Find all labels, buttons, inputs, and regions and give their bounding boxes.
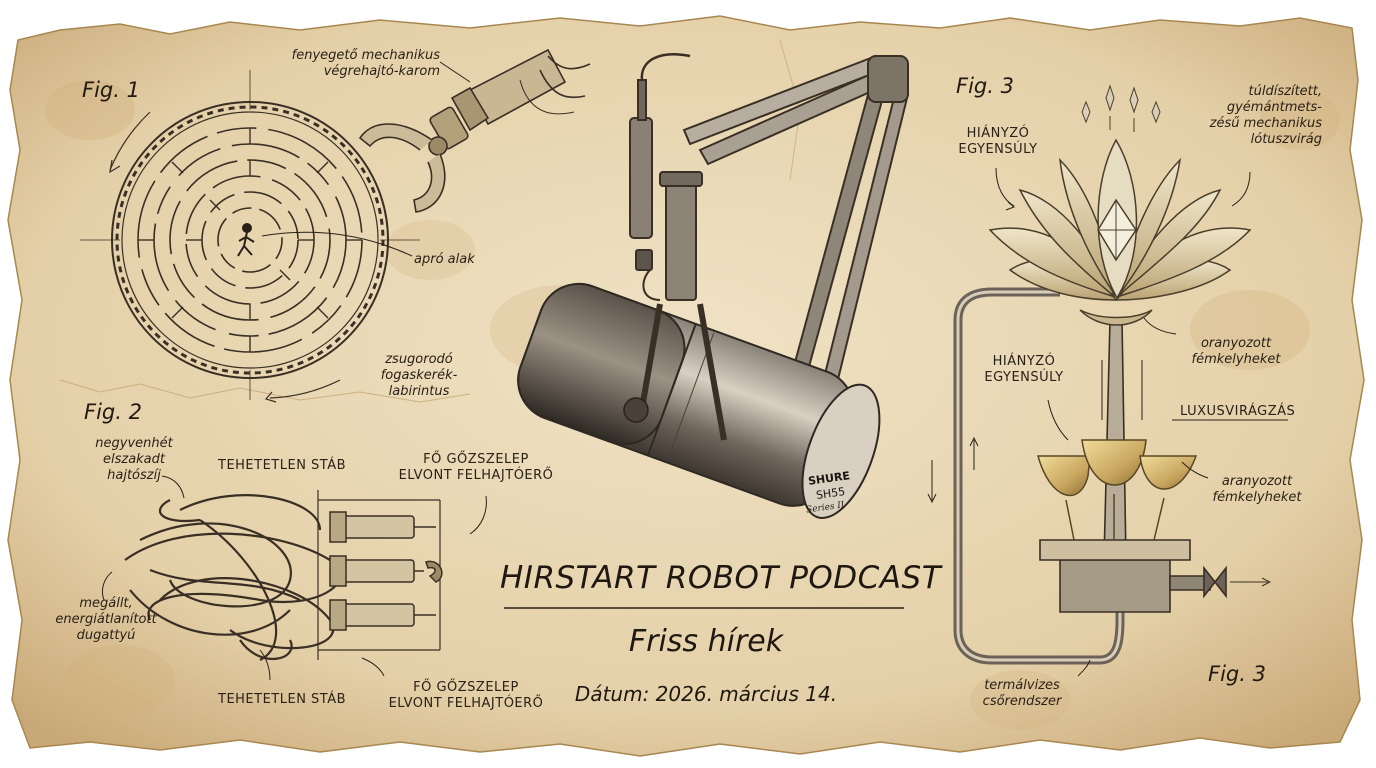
crew-caption-bottom: TEHETETLEN STÁB [218, 692, 347, 707]
valve-caption-bottom: FŐ GŐZSZELEP ELVONT FELHAJTÓERŐ [388, 680, 544, 711]
poster-subtitle: Friss hírek [628, 624, 784, 659]
fig3-label-bottom: Fig. 3 [1208, 662, 1266, 686]
microphone-drawing [517, 282, 881, 519]
lotus-caption: túldíszített, gyémántmets- zésű mechanik… [1209, 84, 1322, 147]
belts-caption: negyvenhét elszakadt hajtószíj [95, 436, 173, 483]
poster-title: HIRSTART ROBOT PODCAST [500, 560, 942, 596]
mechanical-lotus-drawing [988, 138, 1252, 326]
fig2-label: Fig. 2 [84, 400, 142, 424]
fig1-label: Fig. 1 [82, 78, 140, 102]
poster-date: Dátum: 2026. március 14. [574, 682, 838, 706]
chalices-caption-2: aranyozott fémkelyheket [1212, 474, 1302, 505]
gilded-chalices-drawing [1037, 439, 1198, 541]
pistons-drawing [329, 511, 443, 631]
maze-caption: zsugorodó fogaskerék- labirintus [380, 352, 458, 399]
microphone-boom-arm-drawing [629, 53, 910, 422]
tiny-figure-caption: apró alak [414, 252, 475, 267]
piston-caption: megállt, energiátlanított dugattyú [55, 596, 157, 643]
gear-labyrinth-drawing [80, 70, 420, 403]
luxury-bloom-caption: LUXUSVIRÁGZÁS [1180, 404, 1296, 419]
crew-caption-top: TEHETETLEN STÁB [218, 458, 347, 473]
chalices-caption-1: oranyozott fémkelyheket [1191, 336, 1281, 367]
thermal-pipes-caption: termálvizes csőrendszer [982, 678, 1062, 709]
tiny-figure-drawing [237, 223, 255, 257]
valve-caption-top: FŐ GŐZSZELEP ELVONT FELHAJTÓERŐ [398, 452, 554, 483]
fig3-label-top: Fig. 3 [956, 74, 1014, 98]
mechanical-claw-drawing [358, 48, 591, 213]
diamond-sparkles-drawing [1081, 84, 1161, 132]
claw-caption: fenyegető mechanikus végrehajtó-karom [291, 48, 440, 79]
balance-caption-mid: HIÁNYZÓ EGYENSÚLY [984, 354, 1064, 385]
balance-caption-top: HIÁNYZÓ EGYENSÚLY [958, 126, 1038, 157]
